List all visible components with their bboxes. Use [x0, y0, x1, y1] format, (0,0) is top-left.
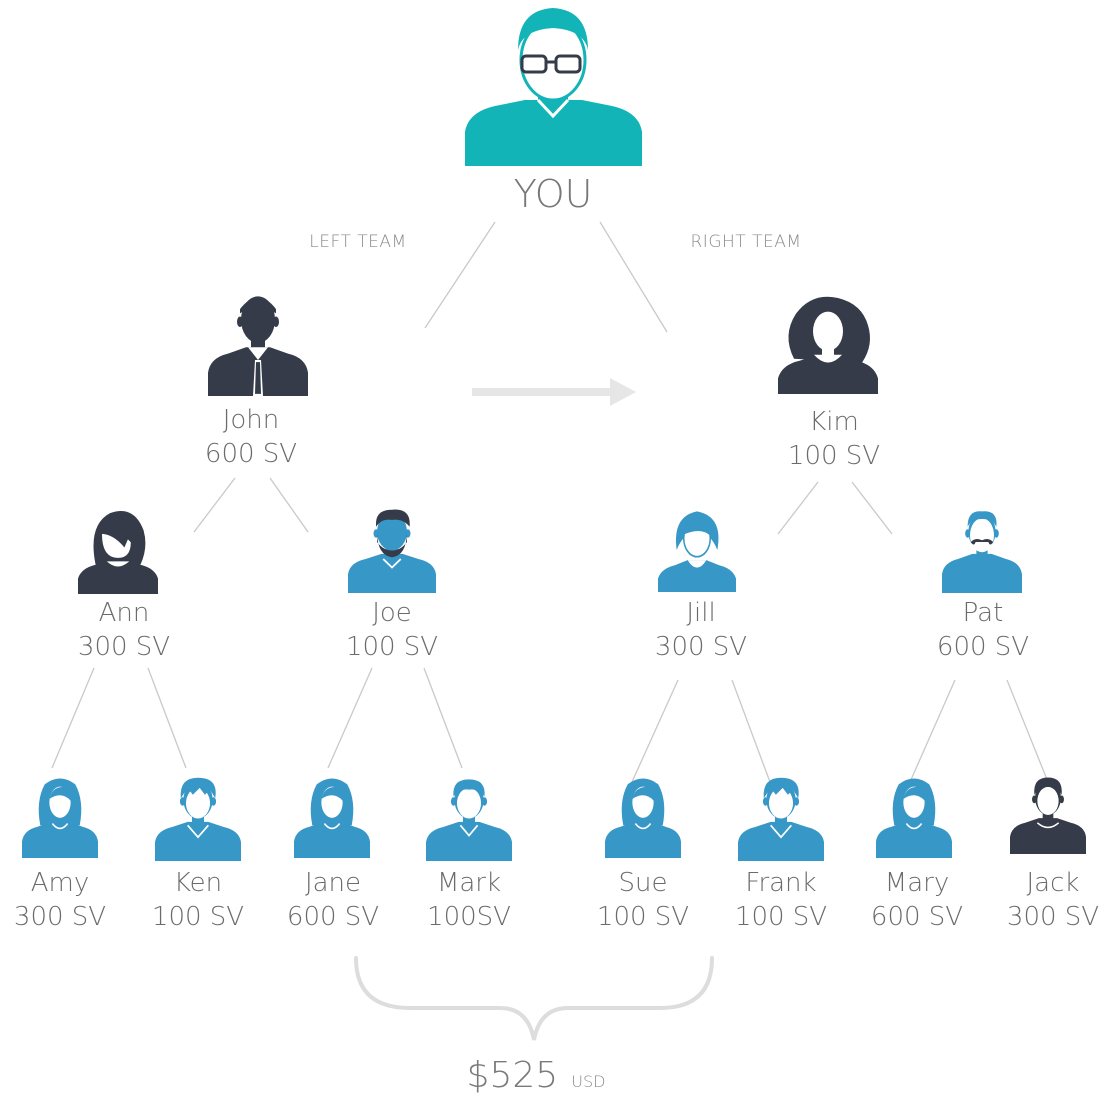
man-short-icon	[426, 779, 512, 861]
woman-bob-icon	[78, 511, 158, 594]
woman-long-icon	[22, 778, 98, 858]
connector-jill-sue	[631, 679, 679, 783]
connector-ann-amy	[51, 667, 95, 769]
pat-node: Pat 600 SV	[937, 511, 1029, 662]
man-tie-icon	[208, 296, 308, 396]
connector-joe-jane	[327, 667, 373, 769]
curly-brace-icon	[354, 956, 714, 1041]
joe-name: Joe	[372, 598, 412, 628]
mark-name: Mark	[437, 868, 501, 898]
connector-you-kim	[599, 221, 668, 333]
connector-kim-jill	[777, 481, 819, 535]
man-short-icon	[1010, 777, 1086, 854]
amy-node: Amy 300 SV	[14, 778, 106, 932]
man-mustache-icon	[942, 511, 1022, 593]
connector-jill-frank	[731, 679, 771, 783]
jill-node: Jill 300 SV	[655, 511, 747, 662]
amy-name: Amy	[31, 868, 90, 898]
woman-short-icon	[658, 511, 736, 592]
kim-node: Kim 100 SV	[778, 296, 880, 471]
man-glasses-icon	[465, 8, 642, 166]
connectors	[51, 221, 1049, 783]
jane-sv: 600 SV	[287, 902, 379, 932]
sue-node: Sue 100 SV	[597, 778, 689, 932]
ken-name: Ken	[174, 868, 222, 898]
total-amount: $525	[467, 1055, 559, 1094]
john-sv: 600 SV	[205, 439, 297, 469]
frank-sv: 100 SV	[735, 902, 827, 932]
jill-sv: 300 SV	[655, 632, 747, 662]
total-payout: $525 USD	[467, 1055, 606, 1094]
ann-sv: 300 SV	[78, 632, 170, 662]
connector-pat-jack	[1006, 679, 1049, 783]
man-beard-icon	[348, 509, 436, 593]
jack-node: Jack 300 SV	[1007, 777, 1099, 932]
kim-name: Kim	[809, 407, 859, 437]
jill-name: Jill	[686, 598, 715, 628]
jack-sv: 300 SV	[1007, 902, 1099, 932]
john-name: John	[223, 405, 280, 435]
connector-pat-mary	[909, 679, 956, 783]
amy-sv: 300 SV	[14, 902, 106, 932]
ann-node: Ann 300 SV	[78, 511, 170, 662]
ken-node: Ken 100 SV	[152, 777, 244, 932]
mary-node: Mary 600 SV	[871, 778, 963, 932]
mary-name: Mary	[885, 868, 949, 898]
woman-curly-icon	[778, 296, 878, 394]
right-team-label: RIGHT TEAM	[691, 232, 802, 252]
ken-sv: 100 SV	[152, 902, 244, 932]
ann-name: Ann	[99, 598, 150, 628]
connector-john-ann	[193, 477, 236, 533]
connector-joe-mark	[423, 667, 463, 769]
mark-sv: 100SV	[427, 902, 511, 932]
mark-node: Mark 100SV	[426, 779, 512, 932]
jack-name: Jack	[1027, 868, 1080, 898]
right-arrow-icon	[472, 378, 636, 406]
connector-john-joe	[269, 477, 309, 533]
frank-name: Frank	[745, 868, 816, 898]
joe-node: Joe 100 SV	[346, 509, 438, 662]
man-spiky-icon	[155, 777, 241, 861]
pat-sv: 600 SV	[937, 632, 1029, 662]
you-node: YOU	[465, 8, 642, 216]
woman-long-icon	[294, 778, 370, 858]
joe-sv: 100 SV	[346, 632, 438, 662]
woman-long-icon	[605, 778, 681, 858]
sue-name: Sue	[619, 868, 668, 898]
jane-node: Jane 600 SV	[287, 778, 379, 932]
frank-node: Frank 100 SV	[735, 777, 827, 932]
kim-sv: 100 SV	[788, 441, 880, 471]
mary-sv: 600 SV	[871, 902, 963, 932]
sue-sv: 100 SV	[597, 902, 689, 932]
john-node: John 600 SV	[205, 296, 308, 469]
connector-ann-ken	[147, 667, 187, 769]
man-spiky-icon	[738, 777, 824, 861]
woman-long-icon	[876, 778, 952, 858]
total-currency: USD	[571, 1072, 605, 1091]
you-label: YOU	[514, 172, 593, 216]
connector-you-john	[424, 221, 496, 329]
jane-name: Jane	[305, 868, 361, 898]
pat-name: Pat	[963, 598, 1004, 628]
left-team-label: LEFT TEAM	[309, 232, 406, 252]
total-text: $525 USD	[467, 1055, 606, 1094]
connector-kim-pat	[851, 481, 893, 535]
